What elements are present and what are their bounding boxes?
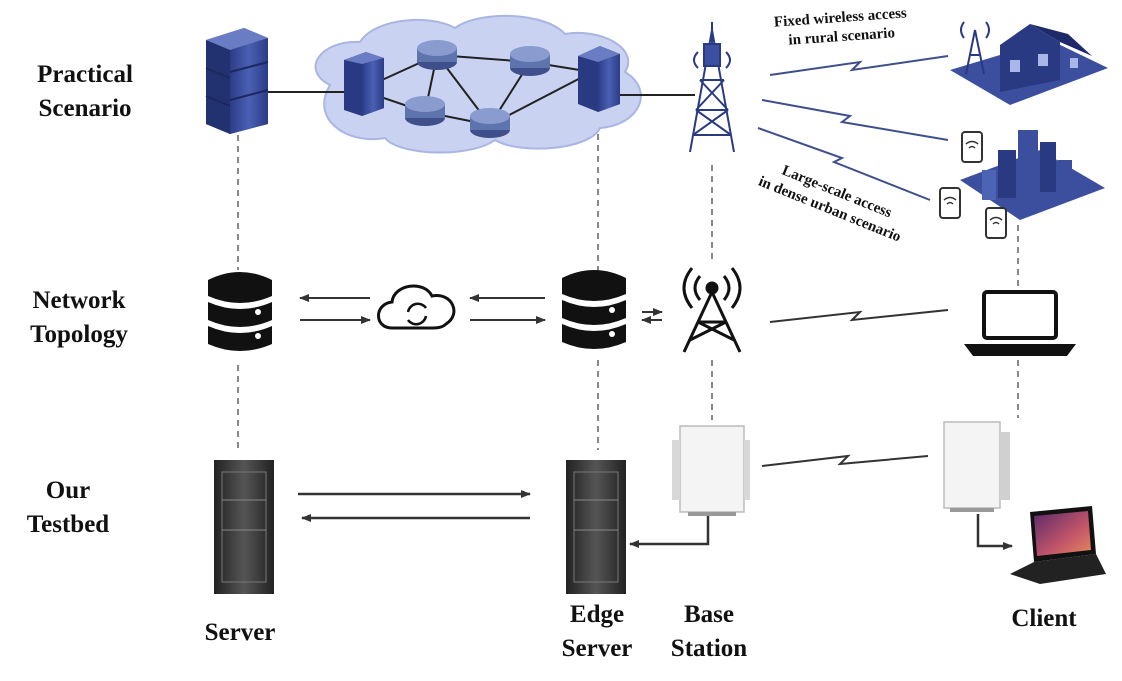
label-edge-server: Edge Server <box>542 598 652 666</box>
cell-tower-icon <box>689 22 735 153</box>
label-line: Server <box>561 635 633 662</box>
row-label-line: Network <box>32 287 126 314</box>
router-icon <box>405 96 445 126</box>
row-label-line: Our <box>45 477 91 504</box>
label-base-station: Base Station <box>654 598 764 666</box>
router-icon <box>417 40 457 70</box>
server-hardware-icon <box>214 460 274 594</box>
row-label-line: Topology <box>30 321 128 348</box>
house-icon <box>950 24 1108 105</box>
arrow-line <box>629 516 710 548</box>
smartphone-icon <box>961 131 983 163</box>
arrow-pair <box>298 490 531 522</box>
row-label-network: Network Topology <box>4 284 154 352</box>
database-icon <box>562 270 626 349</box>
cloud-icon <box>377 284 456 330</box>
row-label-line: Testbed <box>26 511 110 538</box>
city-block-icon <box>960 130 1105 220</box>
laptop-icon <box>1010 506 1106 584</box>
label-line: Station <box>670 635 748 662</box>
base-station-box-icon <box>943 421 1010 512</box>
laptop-icon <box>964 290 1076 356</box>
arrow-pair <box>299 294 663 324</box>
router-icon <box>510 46 550 76</box>
label-server: Server <box>204 619 276 646</box>
label-line: Edge <box>569 601 625 628</box>
cell-tower-icon <box>682 267 742 353</box>
server-rack-icon <box>578 46 620 112</box>
lightning-link-icon <box>769 309 949 323</box>
label-line: Base <box>684 601 734 628</box>
label-client: Client <box>1011 605 1077 632</box>
smartphone-icon <box>939 187 961 219</box>
base-station-box-icon <box>672 425 750 516</box>
server-hardware-icon <box>566 460 626 594</box>
row-label-line: Scenario <box>38 95 132 122</box>
router-icon <box>470 108 510 138</box>
server-rack-icon <box>344 52 384 116</box>
row-label-line: Practical <box>37 61 133 88</box>
cloud-network-icon <box>314 14 642 154</box>
database-icon <box>208 272 272 351</box>
cell-tower-icon <box>960 21 990 75</box>
dashed-guides <box>237 112 1019 450</box>
row-label-testbed: Our Testbed <box>0 474 136 542</box>
lightning-link-icon <box>757 55 949 201</box>
arrow-line <box>976 514 1013 550</box>
row-label-practical: Practical Scenario <box>10 58 160 126</box>
lightning-link-icon <box>761 454 929 467</box>
server-rack-icon <box>205 28 269 134</box>
smartphone-icon <box>985 207 1007 239</box>
